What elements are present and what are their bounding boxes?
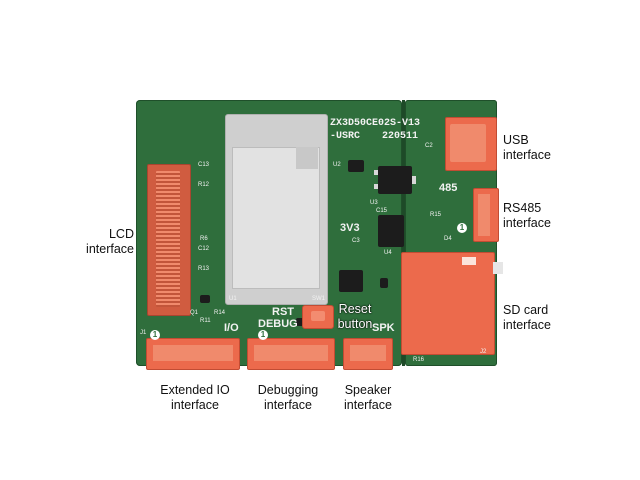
label-lcd-line1: LCD <box>108 227 134 241</box>
label-io-line2: interface <box>171 398 219 412</box>
silk-c2: C2 <box>425 143 433 149</box>
label-lcd-line2: interface <box>86 242 134 256</box>
lcd-connector <box>147 164 191 316</box>
lcd-connector-slot <box>156 171 180 307</box>
label-rs485-line1: RS485 <box>503 201 542 215</box>
small-component-3 <box>380 278 388 288</box>
silk-u4: U4 <box>384 250 392 256</box>
label-rs485: RS485 interface <box>503 201 551 231</box>
silk-u3: U3 <box>370 200 378 206</box>
label-debug-line2: interface <box>264 398 312 412</box>
debugging-connector <box>247 338 335 370</box>
silk-3v3: 3V3 <box>340 222 360 234</box>
silk-r6: R6 <box>200 236 208 242</box>
label-reset-button: Reset button <box>333 302 377 332</box>
board-model-line2: -USRC <box>330 131 361 142</box>
silk-spk: SPK <box>372 322 395 334</box>
silk-c13: C13 <box>198 162 210 168</box>
silk-r16: R16 <box>413 357 425 363</box>
extended-io-connector <box>146 338 240 370</box>
silk-r13: R13 <box>198 266 210 272</box>
silk-u1: U1 <box>229 296 237 302</box>
label-io-line1: Extended IO <box>160 383 230 397</box>
board-model-line1: ZX3D50CE02S-V13 <box>330 118 421 129</box>
label-sd-card: SD card interface <box>503 303 551 333</box>
rs485-connector <box>473 188 499 242</box>
pin1-marker-debug: 1 <box>258 330 268 340</box>
silk-485: 485 <box>439 182 458 194</box>
label-speaker-line1: Speaker <box>344 383 392 397</box>
silk-r14: R14 <box>214 310 226 316</box>
small-component-1 <box>200 295 210 303</box>
silk-u2: U2 <box>333 162 341 168</box>
label-sd-line2: interface <box>503 318 551 332</box>
silk-c3: C3 <box>352 238 360 244</box>
label-speaker: Speaker interface <box>338 383 398 413</box>
silk-j1: J1 <box>140 330 147 336</box>
label-debug-line1: Debugging <box>257 383 319 397</box>
wifi-module-notch <box>296 147 318 169</box>
wifi-module <box>225 114 328 305</box>
silk-r15: R15 <box>430 212 442 218</box>
label-reset-line1: Reset <box>338 302 372 316</box>
label-usb-line2: interface <box>503 148 551 162</box>
label-reset-line2: button <box>337 317 373 331</box>
sd-card-slot <box>401 252 495 355</box>
label-extended-io: Extended IO interface <box>150 383 240 413</box>
silk-j2: J2 <box>480 349 487 355</box>
board-date-code: 220511 <box>382 131 419 142</box>
silk-c12: C12 <box>198 246 210 252</box>
label-rs485-line2: interface <box>503 216 551 230</box>
wifi-module-shield <box>232 147 320 289</box>
silk-d4: D4 <box>444 236 452 242</box>
label-speaker-line2: interface <box>344 398 392 412</box>
audio-amp-chip <box>339 270 363 292</box>
regulator-u2 <box>348 160 364 172</box>
silk-sw1: SW1 <box>312 296 326 302</box>
pin1-marker-rs485: 1 <box>457 223 467 233</box>
usb-connector <box>445 117 497 171</box>
silk-rst: RST <box>272 306 294 318</box>
silk-debug: DEBUG <box>258 318 298 330</box>
silk-r12: R12 <box>198 182 210 188</box>
label-usb: USB interface <box>503 133 551 163</box>
regulator-u3 <box>374 166 416 194</box>
small-component-2 <box>296 318 306 326</box>
label-usb-line1: USB <box>503 133 529 147</box>
silk-q1: Q1 <box>190 310 199 316</box>
reset-button <box>302 305 334 329</box>
silk-io: I/O <box>224 322 239 334</box>
rs485-transceiver-u4 <box>378 215 404 247</box>
sd-card-tab <box>493 262 503 274</box>
silk-r11: R11 <box>200 318 211 324</box>
speaker-connector <box>343 338 393 370</box>
silk-c15: C15 <box>376 208 388 214</box>
label-debugging: Debugging interface <box>250 383 326 413</box>
label-sd-line1: SD card <box>503 303 549 317</box>
pin1-marker-io: 1 <box>150 330 160 340</box>
label-lcd: LCD interface <box>84 227 134 257</box>
